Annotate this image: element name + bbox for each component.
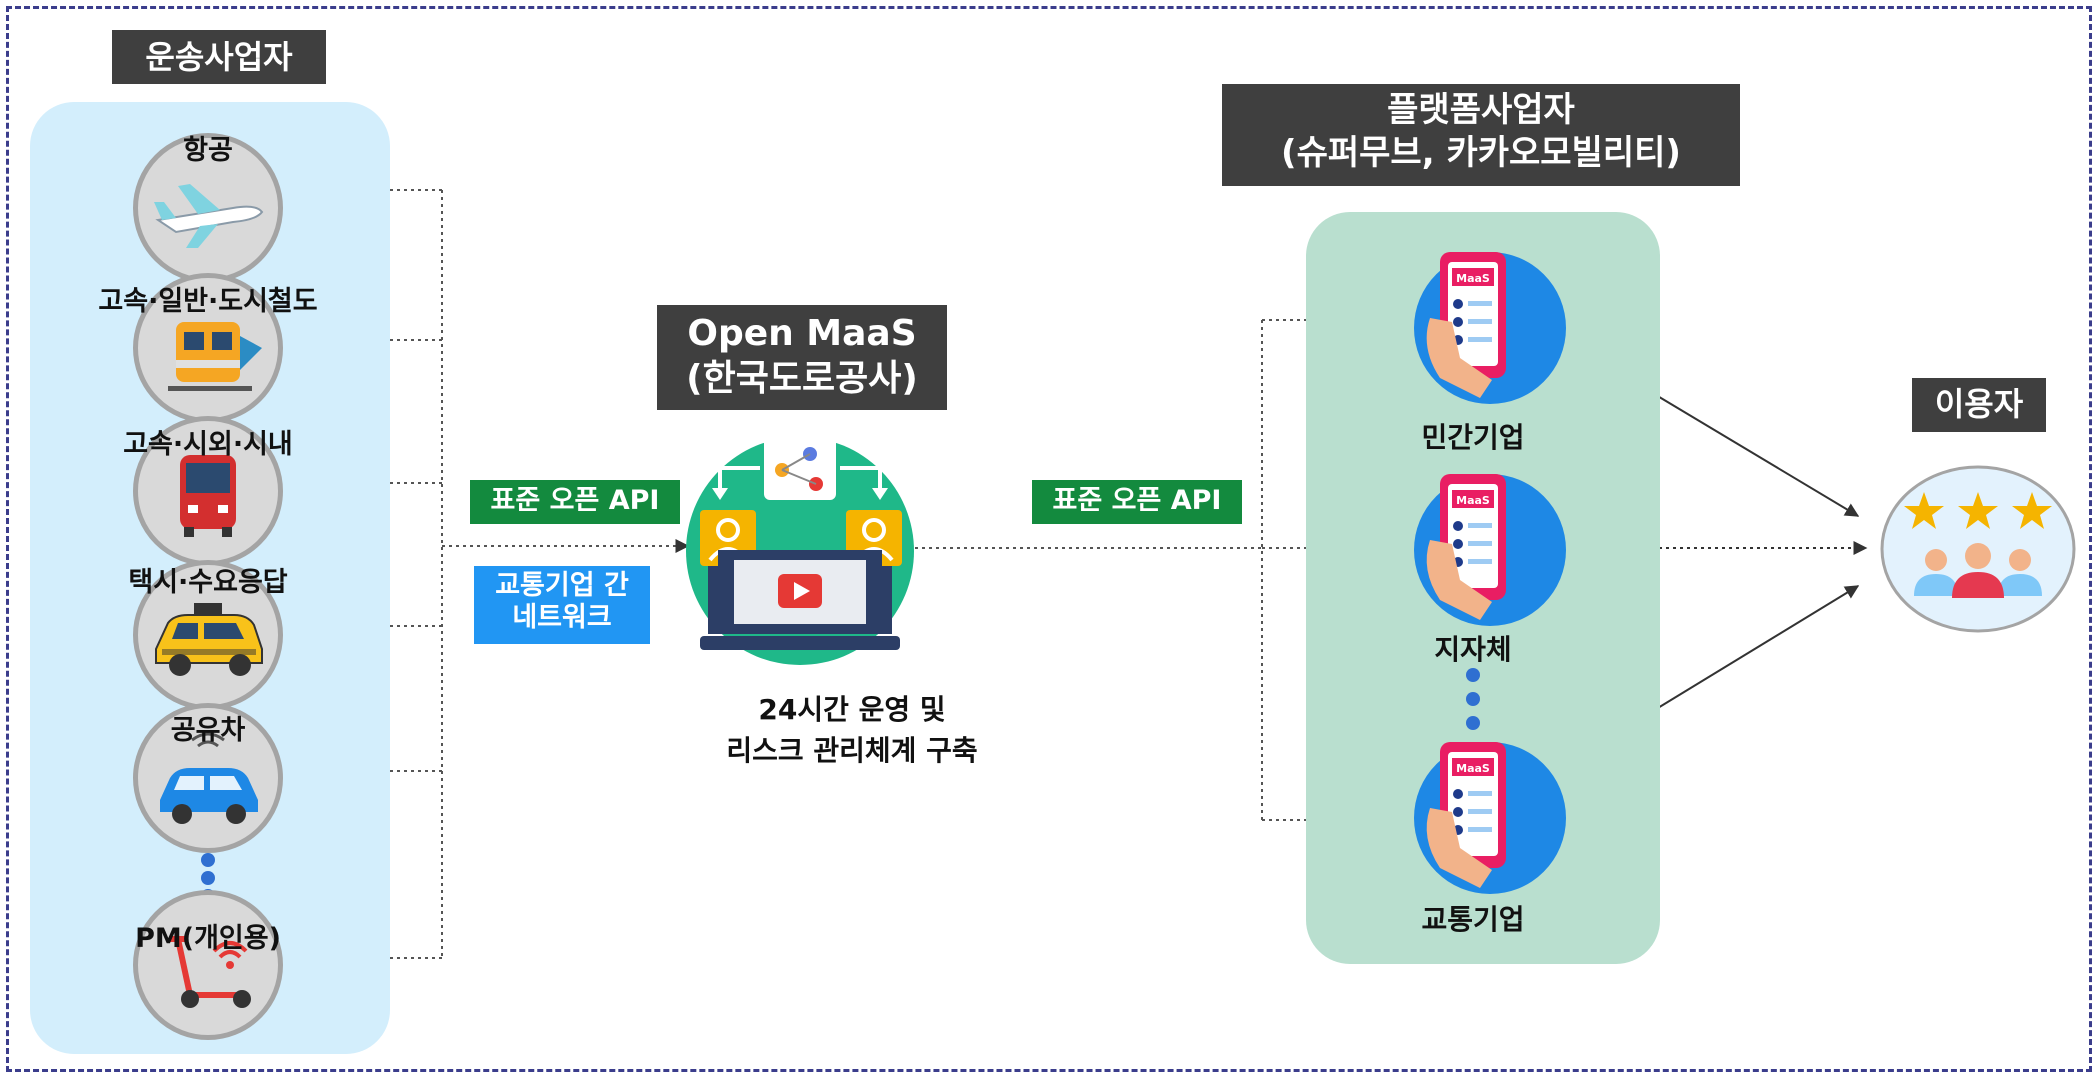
mode-label-air: 항공 <box>183 135 233 166</box>
platform-label-local-gov: 지자체 <box>1434 633 1512 666</box>
user-title: 이용자 <box>1912 378 2046 432</box>
platform-title-line1: 플랫폼사업자 <box>1387 90 1575 130</box>
openmaas-caption: 24시간 운영 및 리스크 관리체계 구축 <box>726 690 977 771</box>
standard-open-api-badge-left: 표준 오픈 API <box>470 480 680 524</box>
openmaas-caption-line2: 리스크 관리체계 구축 <box>726 733 978 767</box>
network-badge-line2: 네트워크 <box>512 602 612 634</box>
train-icon <box>133 273 283 423</box>
ellipsis-dot <box>1466 692 1480 706</box>
mode-label-rail: 고속·일반·도시철도 <box>98 286 318 317</box>
standard-open-api-badge-right: 표준 오픈 API <box>1032 480 1242 524</box>
network-badge: 교통기업 간 네트워크 <box>474 566 650 644</box>
ellipsis-dot <box>1466 716 1480 730</box>
phone-screen-label: MaaS <box>1456 494 1490 507</box>
openmaas-caption-line1: 24시간 운영 및 <box>758 693 946 726</box>
openmaas-title-line1: Open MaaS <box>687 313 917 354</box>
phone-screen-label: MaaS <box>1456 272 1490 285</box>
ellipsis-dot <box>201 853 215 867</box>
mode-label-pm: PM(개인용) <box>135 923 281 954</box>
taxi-icon <box>133 560 283 710</box>
platform-title-line2: (슈퍼무브, 카카오모빌리티) <box>1281 132 1681 173</box>
mode-label-taxi: 택시·수요응답 <box>128 567 288 598</box>
ellipsis-dot <box>201 871 215 885</box>
phone-screen-label: MaaS <box>1456 762 1490 775</box>
openmaas-platform-icon <box>660 426 940 676</box>
private-company-phone-icon <box>1400 248 1570 408</box>
ellipsis-dot <box>1466 668 1480 682</box>
transport-company-phone-icon <box>1400 738 1570 898</box>
platform-title: 플랫폼사업자 (슈퍼무브, 카카오모빌리티) <box>1222 84 1740 186</box>
scooter-icon <box>133 890 283 1040</box>
openmaas-title-line2: (한국도로공사) <box>686 358 918 399</box>
mode-label-bus: 고속·시외·시내 <box>123 429 293 460</box>
transport-title: 운송사업자 <box>112 30 326 84</box>
platform-label-private: 민간기업 <box>1421 421 1525 454</box>
openmaas-title: Open MaaS (한국도로공사) <box>657 305 947 410</box>
users-rating-icon <box>1878 464 2078 634</box>
mode-label-sharedcar: 공유차 <box>170 715 246 746</box>
network-badge-line1: 교통기업 간 <box>495 570 629 601</box>
platform-label-transport-co: 교통기업 <box>1421 903 1525 936</box>
diagram-frame <box>6 6 2092 1072</box>
local-gov-phone-icon <box>1400 470 1570 630</box>
shared-car-icon <box>133 703 283 853</box>
